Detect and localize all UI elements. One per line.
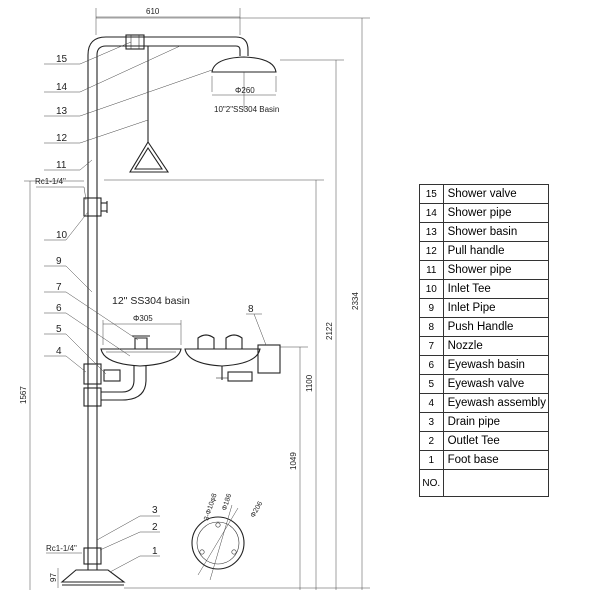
callout-12: 12	[56, 133, 68, 144]
callout-6: 6	[56, 303, 62, 314]
part-number-cell: 4	[419, 393, 444, 413]
callout-7: 7	[56, 282, 62, 293]
dim-1567: 1567	[19, 386, 28, 404]
part-name-cell: Shower valve	[442, 184, 550, 204]
foot-base	[60, 547, 126, 586]
dim-610: 610	[146, 7, 160, 16]
callout-2: 2	[152, 522, 158, 533]
part-name-cell: Push Handle	[442, 317, 550, 337]
dim-eyewash-basin-note: 12" SS304 basin	[112, 295, 190, 307]
callout-10: 10	[56, 230, 68, 241]
header-no-cell: NO.	[419, 469, 444, 497]
base-plate-view	[191, 504, 245, 581]
inlet-tee	[83, 197, 108, 217]
part-name-cell: Inlet Tee	[442, 279, 550, 299]
callout-13: 13	[56, 106, 68, 117]
part-name-cell: Foot base	[442, 450, 550, 470]
dim-2334: 2334	[351, 292, 360, 310]
callout-8: 8	[248, 304, 254, 315]
dim-1049: 1049	[289, 452, 298, 470]
callout-11: 11	[56, 160, 67, 171]
dim-2122: 2122	[325, 322, 334, 340]
part-number-cell: 5	[419, 374, 444, 394]
dim-base-dia: Φ206	[250, 500, 265, 519]
part-number-cell: 8	[419, 317, 444, 337]
part-number-cell: 13	[419, 222, 444, 242]
part-number-cell: 7	[419, 336, 444, 356]
header-name-cell	[442, 469, 550, 497]
part-number-cell: 6	[419, 355, 444, 375]
part-number-cell: 15	[419, 184, 444, 204]
part-name-cell: Drain pipe	[442, 412, 550, 432]
shower-basin	[211, 56, 277, 110]
part-number-cell: 1	[419, 450, 444, 470]
part-name-cell: Inlet Pipe	[442, 298, 550, 318]
callout-5: 5	[56, 324, 62, 335]
callout-3: 3	[152, 505, 158, 516]
pull-handle	[129, 46, 170, 173]
callout-15: 15	[56, 54, 68, 65]
part-number-cell: 10	[419, 279, 444, 299]
part-number-cell: 3	[419, 412, 444, 432]
callout-9: 9	[56, 256, 62, 267]
dim-shower-basin-note: 10"2"SS304 Basin	[214, 105, 279, 114]
dim-97: 97	[49, 573, 58, 582]
shower-pipe-structure	[87, 34, 249, 570]
part-name-cell: Eyewash basin	[442, 355, 550, 375]
part-name-cell: Pull handle	[442, 241, 550, 261]
part-number-cell: 14	[419, 203, 444, 223]
part-name-cell: Nozzle	[442, 336, 550, 356]
part-name-cell: Eyewash assembly	[442, 393, 550, 413]
dim-pcd: Φ186	[221, 493, 233, 512]
eyewash-tee	[83, 363, 102, 407]
eyewash-basin	[100, 335, 182, 401]
part-number-cell: 2	[419, 431, 444, 451]
part-number-cell: 12	[419, 241, 444, 261]
part-name-cell: Eyewash valve	[442, 374, 550, 394]
dim-thread-lower: Rc1-1/4"	[46, 544, 77, 553]
part-name-cell: Shower basin	[442, 222, 550, 242]
callout-1: 1	[152, 546, 158, 557]
part-number-cell: 11	[419, 260, 444, 280]
part-name-cell: Outlet Tee	[442, 431, 550, 451]
callout-leaders	[36, 41, 267, 573]
part-number-cell: 9	[419, 298, 444, 318]
dim-thread-upper: Rc1-1/4"	[35, 177, 66, 186]
part-name-cell: Shower pipe	[442, 203, 550, 223]
dimension-lines	[24, 8, 370, 590]
dim-eyewash-dia: Φ305	[133, 314, 153, 323]
part-name-cell: Shower pipe	[442, 260, 550, 280]
dim-1100: 1100	[305, 374, 314, 392]
callout-14: 14	[56, 82, 68, 93]
push-handle-view	[184, 334, 281, 382]
table-header-row: NO.	[419, 469, 550, 497]
dim-shower-dia: Φ260	[235, 86, 255, 95]
callout-4: 4	[56, 346, 62, 357]
